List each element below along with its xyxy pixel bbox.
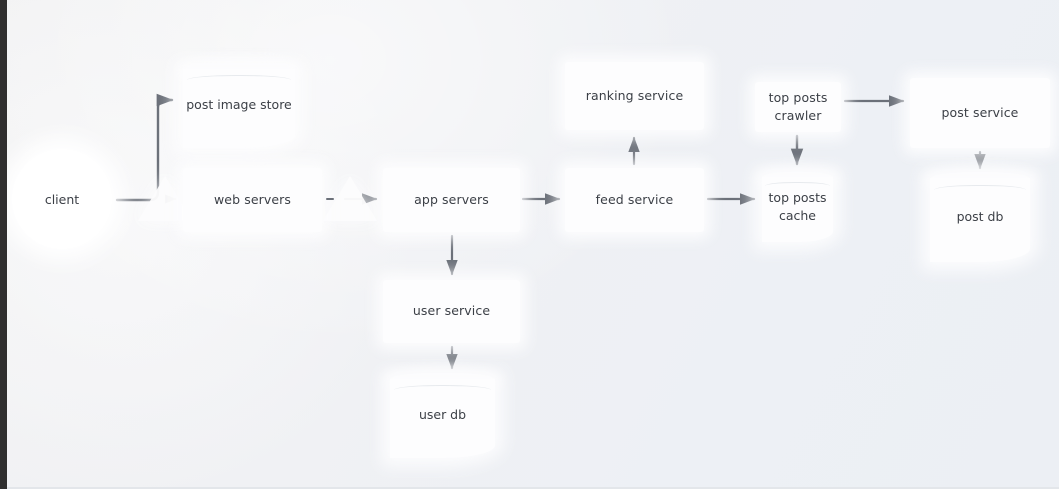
node-web-servers-label: web servers [213,191,291,207]
cylinder-lip [764,181,831,191]
node-post-service[interactable]: post service [910,78,1050,148]
node-user-db-label: user db [418,407,467,423]
node-top-posts-cache[interactable]: top posts cache [762,172,833,242]
cylinder-lip [187,74,291,85]
node-user-service-label: user service [412,303,491,319]
left-edge-bar [0,0,7,489]
node-feed-service-label: feed service [595,191,674,207]
node-post-db[interactable]: post db [930,172,1030,262]
node-top-posts-cache-label: top posts cache [768,189,827,223]
node-top-posts-crawler[interactable]: top posts crawler [755,82,841,132]
node-client[interactable]: client [12,149,112,249]
node-web-servers[interactable]: web servers [183,168,322,232]
node-post-image-store-label: post image store [186,97,292,113]
node-user-db[interactable]: user db [390,373,495,458]
node-ranking-service-label: ranking service [585,87,684,103]
node-app-servers[interactable]: app servers [383,168,520,232]
cylinder-lip [934,184,1026,196]
bottom-edge-line [7,487,1059,489]
node-post-image-store[interactable]: post image store [183,63,295,148]
load-balancer-2-dash [326,198,334,200]
node-user-service[interactable]: user service [383,280,520,343]
node-app-servers-label: app servers [414,191,489,207]
node-client-label: client [44,191,80,207]
node-post-service-label: post service [941,104,1019,120]
node-post-db-label: post db [956,208,1004,224]
node-top-posts-crawler-label: top posts crawler [768,89,828,123]
node-ranking-service[interactable]: ranking service [565,62,704,130]
node-feed-service[interactable]: feed service [565,168,704,232]
cylinder-lip [394,384,491,395]
